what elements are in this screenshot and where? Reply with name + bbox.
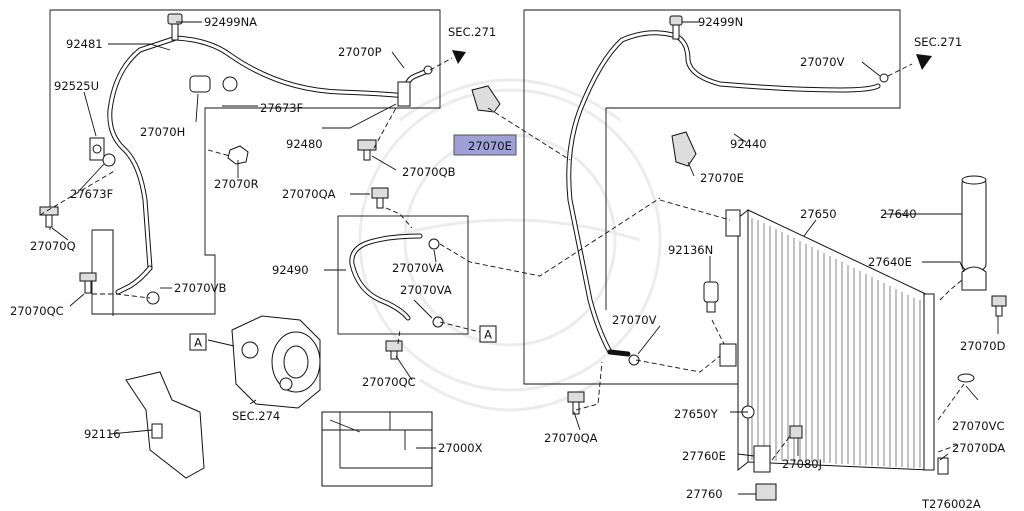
label-92480: 92480 (286, 137, 323, 151)
label-27070vb: 27070VB (174, 281, 226, 295)
label-27070va-a: 27070VA (392, 261, 444, 275)
bolt-27070q-icon[interactable] (39, 206, 59, 228)
label-27070va-b: 27070VA (400, 283, 452, 297)
cap-92499na-icon[interactable] (167, 13, 183, 41)
diagram-id: T276002A (921, 497, 981, 511)
label-92490: 92490 (272, 263, 309, 277)
bracket-27070e-b-icon[interactable] (671, 131, 697, 167)
label-27070qc-a: 27070QC (10, 304, 64, 318)
label-27760: 27760 (686, 487, 723, 501)
label-27640: 27640 (880, 207, 917, 221)
label-27080j: 27080J (782, 457, 822, 471)
hose-92490-box (337, 215, 469, 335)
label-27070r: 27070R (214, 177, 259, 191)
label-27070qa-b: 27070QA (544, 431, 598, 445)
label-27070v-b: 27070V (612, 313, 657, 327)
label-92136n: 92136N (668, 243, 713, 257)
clip-92525u-icon[interactable] (89, 137, 105, 161)
condenser-pipe-92440[interactable] (566, 30, 881, 357)
bolt-27070da-icon[interactable] (937, 457, 949, 475)
receiver-drier-27640[interactable] (961, 175, 987, 271)
ref-marker-a-right[interactable]: A (479, 325, 497, 343)
label-27673f-a: 27673F (260, 101, 303, 115)
label-92525u: 92525U (54, 79, 99, 93)
bolt-27070qa-b-icon[interactable] (567, 391, 585, 415)
label-27000x: 27000X (438, 441, 483, 455)
label-plate-27000x[interactable] (321, 411, 433, 487)
low-pressure-hose[interactable] (107, 35, 433, 295)
ref-marker-a-left[interactable]: A (189, 333, 207, 351)
oring-27673f-icon[interactable] (102, 153, 116, 167)
bracket-27760e-icon[interactable] (753, 445, 771, 473)
part-labels: 92499NA 92481 92525U 27070H 27673F 27673… (10, 15, 1006, 511)
bolt-27080j-icon[interactable] (789, 425, 803, 439)
highlight-box-27070e (453, 134, 517, 156)
bracket-27760-icon[interactable] (755, 483, 777, 501)
label-sec274: SEC.274 (232, 409, 280, 423)
label-27070d: 27070D (960, 339, 1006, 353)
label-92116: 92116 (84, 427, 121, 441)
label-27070e-b: 27070E (700, 171, 744, 185)
bolt-27070d-icon[interactable] (991, 295, 1007, 317)
bolt-27070qa-icon[interactable] (371, 187, 389, 209)
oring-27070vc-icon[interactable] (957, 373, 975, 383)
label-27070qb: 27070QB (402, 165, 456, 179)
label-27650: 27650 (800, 207, 837, 221)
label-27673f-b: 27673F (70, 187, 113, 201)
bracket-92116[interactable] (125, 371, 205, 479)
pressure-sensor-92136n[interactable] (703, 281, 719, 313)
label-27070h: 27070H (140, 125, 185, 139)
label-92499na: 92499NA (204, 15, 257, 29)
label-92440: 92440 (730, 137, 767, 151)
dashed-connection-lines (39, 107, 965, 461)
label-27640e: 27640E (868, 255, 912, 269)
watermark-emblem (358, 78, 662, 412)
label-92499n: 92499N (698, 15, 743, 29)
svg-text:A: A (484, 328, 492, 342)
label-27070da: 27070DA (952, 441, 1005, 455)
label-92481: 92481 (66, 37, 103, 51)
label-27650y: 27650Y (674, 407, 719, 421)
arrow-sec271-right-icon (887, 54, 932, 77)
leader-lines (51, 21, 999, 495)
bolt-27070qc-b-icon[interactable] (385, 340, 403, 360)
service-valve-27070h-icon[interactable] (189, 75, 238, 93)
oring-27070v-icon[interactable] (628, 73, 889, 366)
cap-92499n-icon[interactable] (669, 15, 683, 40)
arrow-sec271-left-icon (429, 50, 466, 71)
label-27070vc: 27070VC (952, 419, 1004, 433)
bracket-27070e-a-icon[interactable] (471, 85, 501, 113)
high-pressure-hose[interactable] (349, 233, 423, 321)
label-27760e: 27760E (682, 449, 726, 463)
label-27070qa-a: 27070QA (282, 187, 336, 201)
condenser-pipe-box (523, 9, 901, 385)
bolt-27070qc-icon[interactable] (79, 272, 97, 294)
compressor-sec274[interactable] (231, 315, 321, 409)
bracket-condenser-mount-icon[interactable] (719, 343, 737, 367)
nut-27070r-icon[interactable] (227, 145, 249, 165)
label-27070e-a: 27070E (468, 139, 512, 153)
bracket-27070p-icon[interactable] (397, 65, 433, 107)
label-27070qc-b: 27070QC (362, 375, 416, 389)
oring-27070vb-icon[interactable] (146, 291, 160, 305)
oring-27070va-icon[interactable] (428, 238, 444, 328)
label-27070v-a: 27070V (800, 55, 845, 69)
label-sec271-right: SEC.271 (914, 35, 962, 49)
label-sec271-left: SEC.271 (448, 25, 496, 39)
label-27070q: 27070Q (30, 239, 76, 253)
condenser-27650[interactable] (725, 208, 935, 472)
hose-assembly-box (49, 9, 441, 316)
bracket-27640e-icon[interactable] (961, 266, 987, 291)
label-27070p: 27070P (338, 45, 382, 59)
svg-text:A: A (194, 336, 202, 350)
